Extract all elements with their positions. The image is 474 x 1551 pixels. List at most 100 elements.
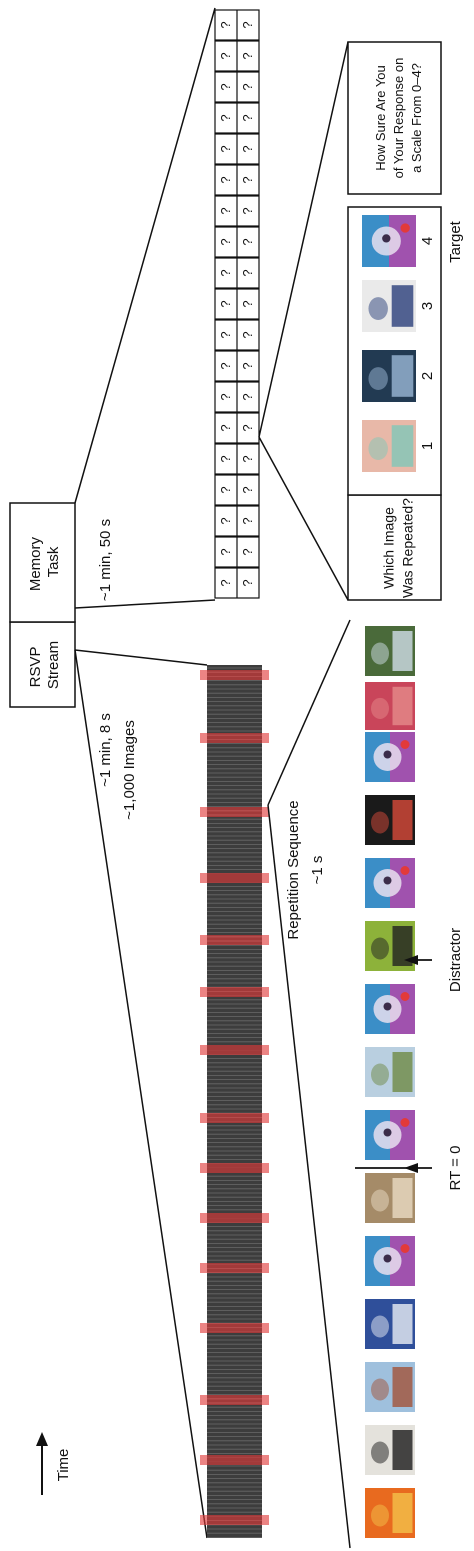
target-label: Target xyxy=(447,220,464,263)
target-photo-icon xyxy=(362,215,416,267)
repetition-markers xyxy=(200,670,269,1525)
repetition-cluster xyxy=(200,873,269,883)
rsvp-image-count: ~1,000 Images xyxy=(121,720,138,820)
repetition-label: Repetition Sequence xyxy=(285,800,302,939)
rsvp-label: RSVP Stream xyxy=(27,641,62,689)
question-mark: ? xyxy=(240,83,255,90)
memory-cell: ?? xyxy=(214,412,260,444)
question-mark: ? xyxy=(218,176,233,183)
distractor-label: Distractor xyxy=(447,928,464,992)
phase-header: RSVP Stream Memory Task xyxy=(9,502,76,708)
memory-box xyxy=(9,502,76,623)
memory-cell: ?? xyxy=(214,226,260,258)
desk-photo-icon xyxy=(362,280,416,332)
question-mark: ? xyxy=(240,424,255,431)
question-mark: ? xyxy=(218,517,233,524)
rt-label: RT = 0 xyxy=(447,1146,464,1191)
repetition-cluster xyxy=(200,1263,269,1273)
memory-cell: ?? xyxy=(214,195,260,227)
basket-photo-icon xyxy=(365,1173,415,1223)
time-arrow-icon xyxy=(36,1432,48,1446)
question-mark: ? xyxy=(218,21,233,28)
question-mark: ? xyxy=(240,269,255,276)
distractor-marker: Distractor xyxy=(404,928,464,992)
shoes-photo-icon xyxy=(365,1425,415,1475)
stream-thumbnails xyxy=(365,626,415,1538)
target-photo-icon xyxy=(365,984,415,1034)
question-mark: ? xyxy=(218,579,233,586)
memory-cell: ?? xyxy=(214,350,260,382)
memory-cell: ?? xyxy=(214,288,260,320)
repetition-cluster xyxy=(200,1113,269,1123)
target-photo-icon xyxy=(365,1110,415,1160)
question-mark: ? xyxy=(240,176,255,183)
memory-cell: ?? xyxy=(214,505,260,537)
repetition-cluster xyxy=(200,733,269,743)
time-label: Time xyxy=(55,1449,72,1482)
rsvp-duration: ~1 min, 8 s xyxy=(97,713,114,787)
question2-box xyxy=(347,41,442,195)
memory-task-grid: ?????????????????????????????????????? xyxy=(214,9,260,599)
repetition-duration: ~1 s xyxy=(309,856,326,885)
question-mark: ? xyxy=(218,83,233,90)
question-mark: ? xyxy=(218,331,233,338)
repetition-zoom-lines xyxy=(267,619,351,1549)
rsvp-box xyxy=(9,621,76,708)
repetition-cluster xyxy=(200,987,269,997)
repetition-cluster xyxy=(200,1045,269,1055)
question-mark: ? xyxy=(218,114,233,121)
memory-cell: ?? xyxy=(214,474,260,506)
screen-photo-icon xyxy=(365,795,415,845)
repetition-cluster xyxy=(200,1515,269,1525)
question-mark: ? xyxy=(240,455,255,462)
rsvp-stream-bar xyxy=(200,665,269,1538)
question-mark: ? xyxy=(240,21,255,28)
question-mark: ? xyxy=(240,548,255,555)
snow-photo-icon xyxy=(365,1299,415,1349)
rt-arrow-icon xyxy=(404,1163,418,1173)
repetition-cluster xyxy=(200,935,269,945)
question-mark: ? xyxy=(218,393,233,400)
trees-photo-icon xyxy=(365,626,415,676)
repetition-cluster xyxy=(200,1323,269,1333)
choice-number: 3 xyxy=(419,302,436,310)
memory-cell: ?? xyxy=(214,71,260,103)
question-mark: ? xyxy=(218,52,233,59)
question-mark: ? xyxy=(240,517,255,524)
repetition-cluster xyxy=(200,807,269,817)
question-mark: ? xyxy=(218,548,233,555)
target-photo-icon xyxy=(365,858,415,908)
question-mark: ? xyxy=(240,486,255,493)
memory-cell: ?? xyxy=(214,9,260,41)
rt-marker: RT = 0 xyxy=(355,1146,464,1191)
choice-number: 4 xyxy=(419,237,436,245)
question-mark: ? xyxy=(218,362,233,369)
memory-label: Memory Task xyxy=(27,533,62,591)
riverbank-photo-icon xyxy=(365,1047,415,1097)
target-photo-icon xyxy=(365,732,415,782)
memory-cell: ?? xyxy=(214,257,260,289)
trees-sky-photo-icon xyxy=(362,350,416,402)
question-mark: ? xyxy=(218,269,233,276)
choice-zoom-lines xyxy=(258,41,349,601)
question-mark: ? xyxy=(218,145,233,152)
question-mark: ? xyxy=(218,424,233,431)
memory-cell: ?? xyxy=(214,40,260,72)
repetition-cluster xyxy=(200,1395,269,1405)
question-mark: ? xyxy=(240,331,255,338)
question-mark: ? xyxy=(218,207,233,214)
repetition-cluster xyxy=(200,1163,269,1173)
expansion-lines xyxy=(74,7,216,1539)
people-outdoor-photo-icon xyxy=(365,1362,415,1412)
memory-cell: ?? xyxy=(214,443,260,475)
repetition-cluster xyxy=(200,1455,269,1465)
memory-cell: ?? xyxy=(214,133,260,165)
question-mark: ? xyxy=(218,238,233,245)
target-photo-icon xyxy=(365,1236,415,1286)
question-mark: ? xyxy=(240,145,255,152)
memory-cell: ?? xyxy=(214,164,260,196)
